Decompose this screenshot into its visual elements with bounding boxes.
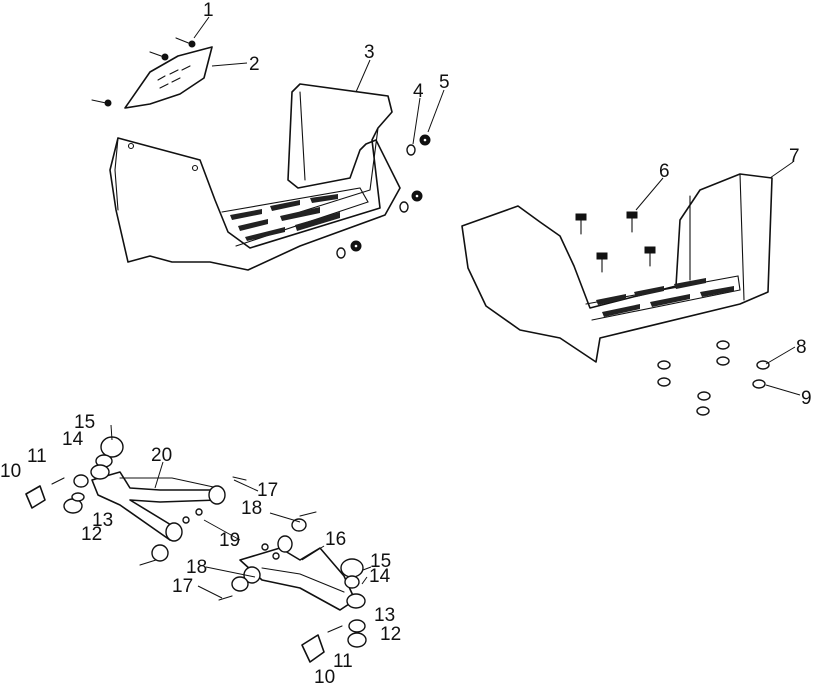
callout-14-upper: 14 — [62, 429, 84, 450]
washer-and-nut-group-left — [336, 134, 431, 259]
callout-13-upper: 13 — [92, 510, 113, 531]
left-footwell-floorboard — [109, 83, 401, 271]
callout-10-upper: 10 — [0, 461, 21, 482]
callout-12-lower: 12 — [380, 624, 401, 645]
callout-17-upper: 17 — [257, 480, 278, 501]
callout-1: 1 — [203, 0, 214, 21]
callout-7: 7 — [789, 146, 800, 167]
callout-8: 8 — [796, 337, 807, 358]
callout-3: 3 — [364, 42, 375, 63]
callout-10-lower: 10 — [314, 667, 335, 684]
callout-6: 6 — [659, 161, 670, 182]
callout-11-lower: 11 — [333, 651, 353, 672]
callout-15-lower: 15 — [370, 551, 391, 572]
callout-11-upper: 11 — [27, 446, 47, 467]
callout-16: 16 — [325, 529, 346, 550]
heat-shield-plate — [124, 46, 213, 109]
callout-14-lower: 14 — [369, 566, 391, 587]
callout-18-upper: 18 — [241, 498, 262, 519]
footrest-frame-upper — [91, 471, 219, 541]
callout-15-upper: 15 — [74, 412, 95, 433]
callout-2: 2 — [249, 54, 260, 75]
bolt-6-group — [575, 211, 656, 273]
callout-20: 20 — [151, 445, 172, 466]
footrest-frame-lower — [239, 547, 356, 611]
right-footwell-floorboard — [461, 173, 773, 363]
bushings-and-hardware — [25, 436, 367, 663]
screw-1-group — [91, 37, 196, 107]
callout-9: 9 — [801, 388, 812, 409]
callout-5: 5 — [439, 72, 450, 93]
callout-17-lower: 17 — [172, 576, 193, 597]
nut-and-washer-group-right — [657, 340, 770, 416]
callout-13-lower: 13 — [374, 605, 395, 626]
leader-lines — [110, 16, 801, 599]
callout-19: 19 — [219, 530, 240, 551]
callout-4: 4 — [413, 81, 424, 102]
callout-12-upper: 12 — [81, 524, 102, 545]
callout-18-lower: 18 — [186, 557, 207, 578]
